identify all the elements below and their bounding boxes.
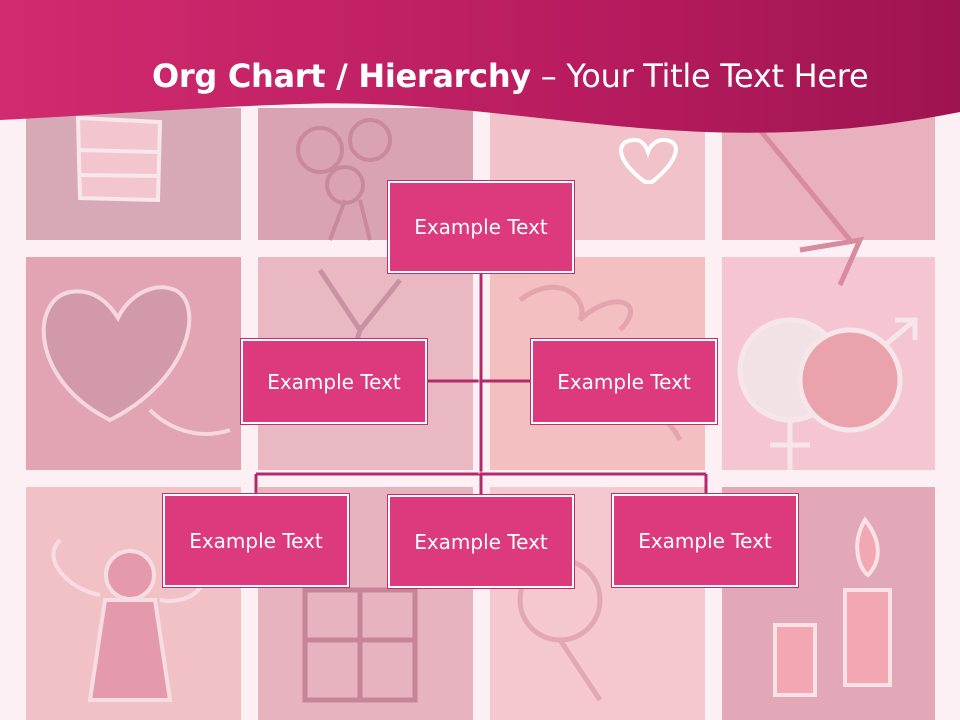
- org-node-subordinate-right-label: Example Text: [638, 528, 772, 553]
- org-node-root-label: Example Text: [414, 215, 548, 239]
- header-band: [0, 0, 960, 133]
- page-title: Org Chart / Hierarchy – Your Title Text …: [152, 52, 869, 100]
- doodle-small-heart-icon: [619, 137, 678, 184]
- org-node-subordinate-left-label: Example Text: [189, 528, 323, 553]
- org-node-assistant-left-label: Example Text: [267, 369, 401, 394]
- title-subtitle: Your Title Text Here: [566, 57, 869, 95]
- org-node-subordinate-right[interactable]: Example Text: [612, 494, 798, 587]
- org-node-assistant-left[interactable]: Example Text: [241, 339, 427, 424]
- doodle-candle-icon: [773, 516, 892, 697]
- title-main: Org Chart / Hierarchy: [152, 57, 531, 95]
- doodle-present-icon: [302, 587, 418, 703]
- org-node-assistant-right-label: Example Text: [557, 369, 691, 394]
- org-node-subordinate-left[interactable]: Example Text: [163, 494, 349, 587]
- doodle-gift-icon: [75, 115, 163, 203]
- doodle-roses-icon: [296, 118, 392, 241]
- org-node-subordinate-center-label: Example Text: [414, 529, 548, 554]
- org-node-root[interactable]: Example Text: [388, 181, 574, 273]
- org-node-assistant-right[interactable]: Example Text: [531, 339, 717, 424]
- title-separator: –: [530, 57, 567, 95]
- doodle-balloon-heart-icon: [41, 285, 231, 436]
- doodle-gender-symbols-icon: [737, 317, 918, 470]
- org-node-subordinate-center[interactable]: Example Text: [388, 495, 574, 588]
- doodle-arrow-icon: [758, 128, 865, 287]
